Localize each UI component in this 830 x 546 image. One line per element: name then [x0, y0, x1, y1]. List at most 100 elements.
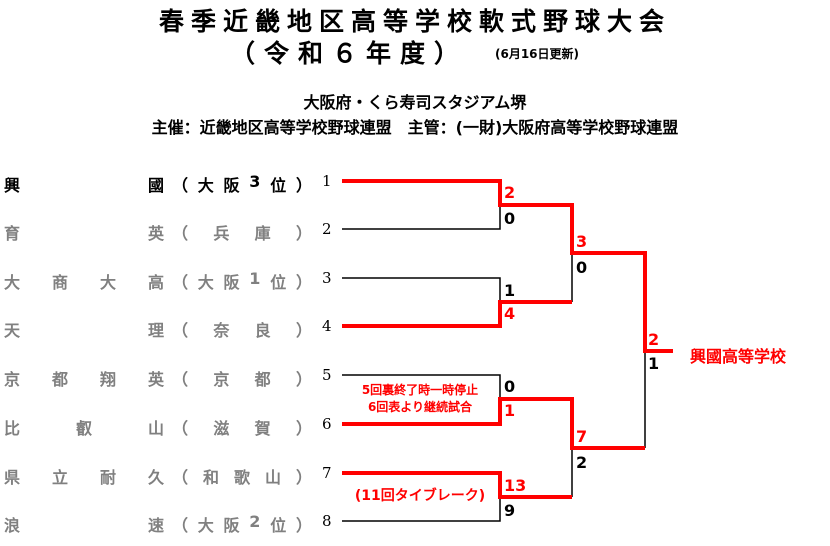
prefecture-char: ）: [295, 419, 312, 438]
team-name-char: 天: [4, 321, 21, 340]
line-team2: [342, 205, 501, 230]
team-name-char: 速: [147, 516, 164, 535]
line-team4: [342, 300, 572, 328]
bracket-position: 6: [322, 415, 332, 433]
organizers: 主催：近畿地区高等学校野球連盟 主管：(一財)大阪府高等学校野球連盟: [151, 118, 679, 137]
line-team3: [342, 277, 501, 302]
team-name-char: 理: [147, 321, 164, 340]
team-name-char: 叡: [75, 419, 92, 438]
team-name-char: 大: [99, 273, 116, 292]
score: 2: [576, 453, 588, 472]
venue: 大阪府・くら寿司スタジアム堺: [303, 93, 527, 112]
team-name-char: 耐: [99, 468, 116, 487]
team-prefecture: （ 奈 良 ）: [172, 317, 312, 341]
prefecture-char: 兵: [213, 224, 230, 243]
prefecture-char: ）: [295, 468, 312, 487]
note-line: 6回表より継続試合: [367, 400, 473, 414]
prefecture-char: 3: [249, 172, 261, 191]
team-name: 県立耐久: [4, 464, 164, 488]
prefecture-char: （: [172, 370, 189, 389]
prefecture-char: 歌: [233, 468, 250, 487]
prefecture-char: 山: [264, 468, 281, 487]
prefecture-char: 京: [213, 370, 230, 389]
prefecture-char: 和: [202, 468, 219, 487]
team-name: 天理: [4, 317, 164, 341]
team-name-char: 育: [4, 224, 21, 243]
score: 7: [576, 427, 588, 446]
bracket-position: 4: [322, 317, 332, 335]
team-name-char: 京: [4, 370, 21, 389]
score: 2: [648, 330, 660, 349]
prefecture-char: 庫: [254, 224, 271, 243]
team-prefecture: （滋賀）: [172, 415, 312, 439]
prefecture-char: 1: [249, 269, 261, 288]
score: 4: [504, 304, 516, 323]
prefecture-char: 阪: [223, 176, 240, 195]
bracket-position: 5: [322, 366, 332, 384]
prefecture-char: ）: [295, 321, 312, 340]
prefecture-char: （: [172, 224, 189, 243]
score: 0: [504, 209, 516, 228]
score: 0: [504, 377, 516, 396]
bracket-position: 7: [322, 464, 332, 482]
bracket-position: 8: [322, 512, 332, 530]
team-name-char: 英: [147, 370, 164, 389]
prefecture-char: ）: [295, 273, 312, 292]
bracket-position: 1: [322, 172, 332, 190]
tiebreak-note: (11回タイブレーク): [354, 488, 486, 504]
prefecture-char: 大: [197, 273, 214, 292]
prefecture-char: 大: [197, 176, 214, 195]
page-title: 春季近畿地区高等学校軟式野球大会: [158, 7, 671, 36]
page-subtitle: （令和６年度）: [230, 39, 469, 68]
score: 1: [504, 401, 516, 420]
team-name-char: 興: [4, 176, 21, 195]
team-name: 比叡山: [4, 415, 164, 439]
team-name-char: 大: [4, 273, 21, 292]
team-name-char: 翔: [99, 370, 116, 389]
team-name: 育英: [4, 220, 164, 244]
team-name: 京都翔英: [4, 366, 164, 390]
team-prefecture: （京都）: [172, 366, 312, 390]
prefecture-char: 位: [270, 176, 287, 195]
team-name: 大商大高: [4, 269, 164, 293]
team-name-char: 立: [51, 468, 68, 487]
prefecture-char: （: [172, 321, 189, 340]
prefecture-char: （: [172, 516, 189, 535]
line-team7: [342, 471, 572, 499]
champion: 興國高等学校: [690, 347, 787, 366]
team-name-char: 英: [147, 224, 164, 243]
prefecture-char: 良: [254, 321, 271, 340]
score: 3: [576, 232, 588, 251]
line-team8: [342, 497, 501, 522]
team-name-char: 國: [147, 176, 164, 195]
score: 1: [648, 354, 660, 373]
team-prefecture: （ 和歌山 ）: [172, 464, 312, 488]
note-line: 5回裏終了時一時停止: [361, 383, 479, 397]
prefecture-char: 大: [197, 516, 214, 535]
team-name-char: 浪: [4, 516, 21, 535]
prefecture-char: （: [172, 468, 189, 487]
prefecture-char: （: [172, 176, 189, 195]
prefecture-char: （: [172, 273, 189, 292]
line-team6: [342, 397, 645, 450]
line-team5: [342, 374, 501, 399]
team-name-char: 山: [147, 419, 164, 438]
prefecture-char: ）: [295, 176, 312, 195]
team-name-char: 県: [4, 468, 21, 487]
bracket-position: 2: [322, 220, 332, 238]
team-prefecture: （兵庫）: [172, 220, 312, 244]
score: 2: [504, 183, 516, 202]
team-name-char: 高: [147, 273, 164, 292]
prefecture-char: ）: [295, 516, 312, 535]
team-name-char: 久: [147, 468, 164, 487]
team-name-char: 都: [51, 370, 68, 389]
prefecture-char: 阪: [223, 516, 240, 535]
bracket-position: 3: [322, 269, 332, 287]
prefecture-char: （: [172, 419, 189, 438]
suspension-note: 5回裏終了時一時停止 6回表より継続試合: [345, 382, 495, 416]
prefecture-char: 奈: [213, 321, 230, 340]
prefecture-char: ）: [295, 370, 312, 389]
